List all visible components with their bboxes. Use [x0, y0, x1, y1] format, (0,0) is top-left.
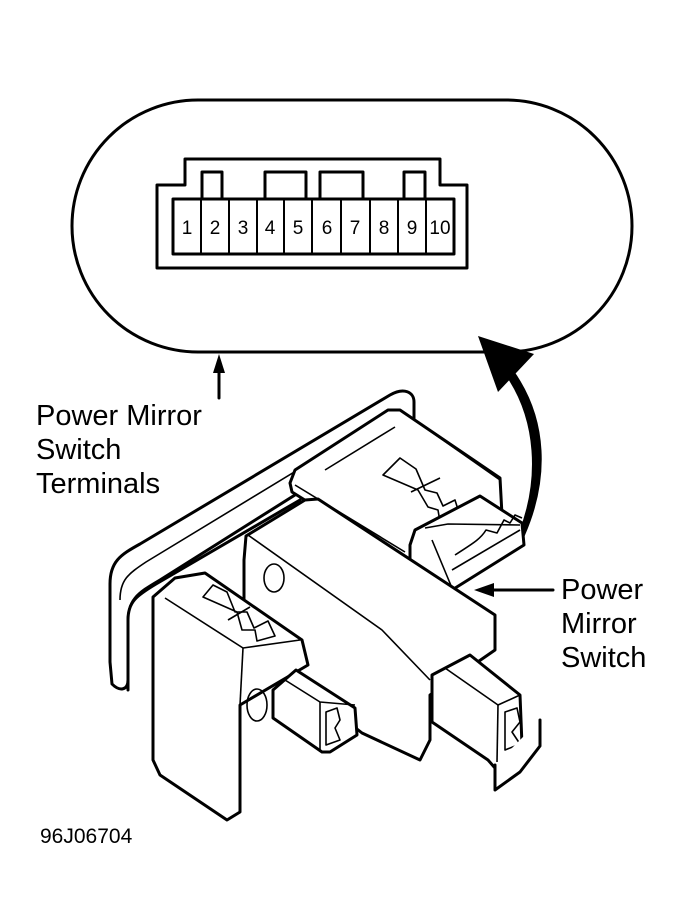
switch-leader-arrow: [474, 583, 555, 597]
terminals-callout-line-3: Terminals: [36, 468, 160, 500]
pin-cavity-10: [425, 198, 455, 255]
pin-label: 8: [379, 218, 390, 239]
pin-label: 6: [322, 218, 333, 239]
pin-label: 5: [293, 218, 304, 239]
terminals-callout-line-2: Switch: [36, 434, 121, 466]
switch-callout-line-1: Power: [561, 574, 644, 606]
switch-callout-line-2: Mirror: [561, 608, 637, 640]
curved-view-arrow: [478, 336, 542, 537]
pin-label: 2: [210, 218, 221, 239]
switch-callout-line-3: Switch: [561, 642, 646, 674]
pin-labels: 1 2 3 4 5 6 7 8 9 10: [182, 218, 451, 239]
terminals-callout: Power Mirror Switch Terminals: [36, 400, 202, 500]
terminals-leader-arrow: [213, 354, 225, 400]
terminal-view-bubble: [70, 98, 634, 354]
figure-id: 96J06704: [40, 825, 133, 848]
pin-label: 7: [350, 218, 361, 239]
pin-label: 4: [265, 218, 276, 239]
power-mirror-switch-drawing: [108, 389, 542, 822]
connector-face: [155, 157, 469, 270]
pin-label: 9: [407, 218, 418, 239]
terminals-callout-line-1: Power Mirror: [36, 400, 202, 432]
pin-label: 1: [182, 218, 193, 239]
switch-callout: Power Mirror Switch: [561, 574, 646, 674]
pin-label: 3: [238, 218, 249, 239]
pin-label: 10: [429, 218, 450, 239]
